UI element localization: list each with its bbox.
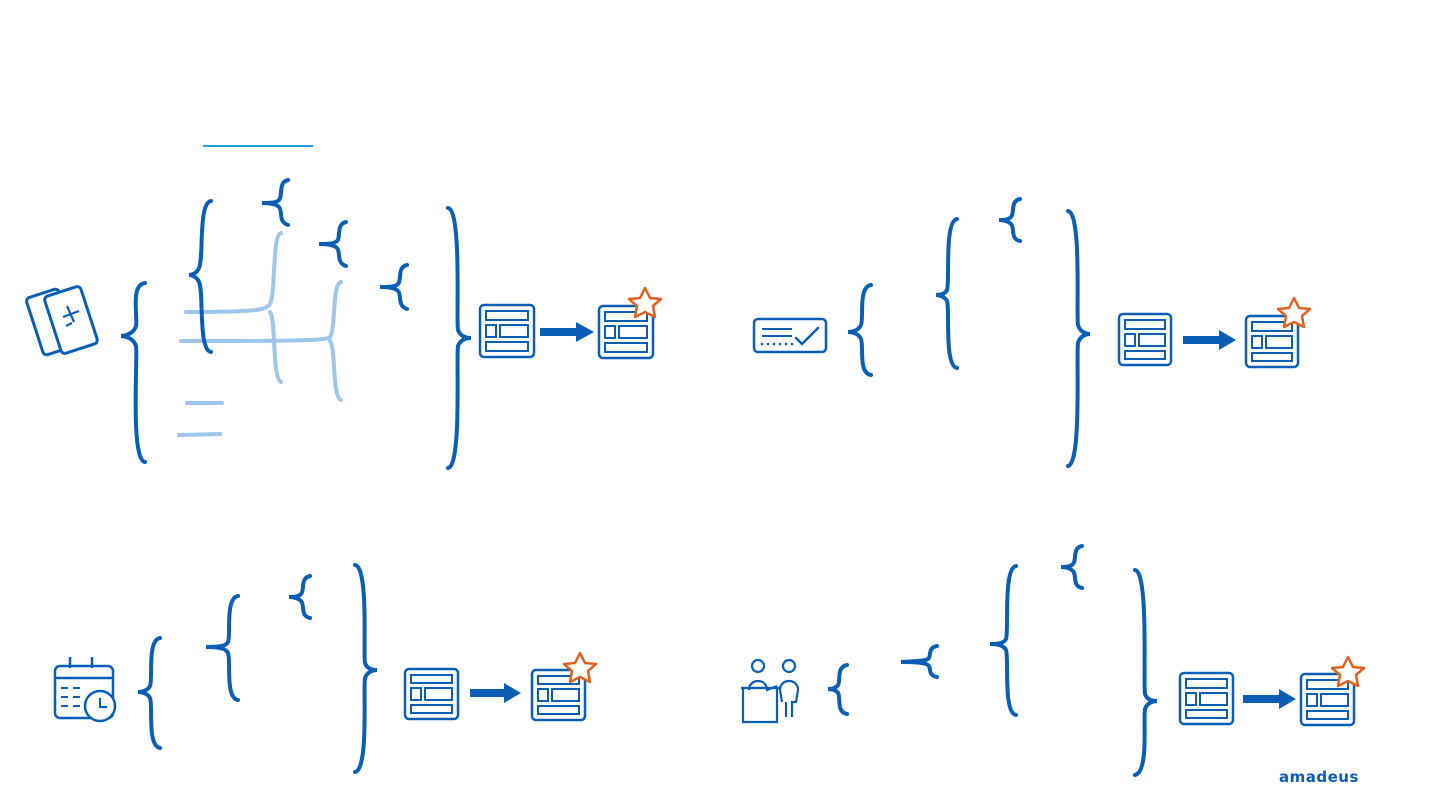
amadeus-logo: amadeus xyxy=(1279,768,1359,786)
brace-small-upper xyxy=(900,644,939,679)
record-form-icon xyxy=(478,303,536,359)
brace-right-closing xyxy=(1066,209,1091,468)
brace-left xyxy=(827,663,849,716)
arrow-right-icon xyxy=(1183,330,1236,350)
record-form-starred-icon xyxy=(1244,296,1312,369)
record-form-starred-icon xyxy=(530,651,598,722)
sub-braces-dark xyxy=(188,178,409,354)
panel-bottom-right xyxy=(741,544,1366,777)
brace-right-closing xyxy=(1133,568,1158,777)
brace-right-closing xyxy=(446,206,472,470)
brace-left xyxy=(847,283,873,377)
brace-mid xyxy=(935,217,959,370)
boarding-pass-icon xyxy=(25,285,99,357)
record-form-icon xyxy=(1117,312,1173,367)
brace-right-closing xyxy=(353,563,378,774)
nested-braces-light xyxy=(177,231,343,437)
panel-bottom-left xyxy=(53,563,598,774)
panel-top-right xyxy=(752,197,1312,468)
arrow-right-icon xyxy=(470,683,521,703)
record-form-icon xyxy=(1178,671,1235,726)
title-underline xyxy=(203,145,313,147)
brace-left xyxy=(120,281,147,464)
check-in-desk-icon xyxy=(741,658,800,724)
brace-top-small xyxy=(998,197,1022,243)
arrow-right-icon xyxy=(1243,689,1296,709)
brace-top-small xyxy=(1060,544,1084,590)
calendar-clock-icon xyxy=(53,657,117,723)
ticket-check-icon xyxy=(752,317,828,354)
record-form-starred-icon xyxy=(1299,655,1366,727)
brace-left xyxy=(137,636,162,750)
record-form-icon xyxy=(403,667,460,721)
brace-top-small xyxy=(288,574,312,620)
brace-mid xyxy=(205,594,240,702)
panel-top-left xyxy=(25,178,663,470)
record-form-starred-icon xyxy=(597,286,663,360)
brace-mid xyxy=(989,564,1018,717)
arrow-right-icon xyxy=(540,322,594,342)
